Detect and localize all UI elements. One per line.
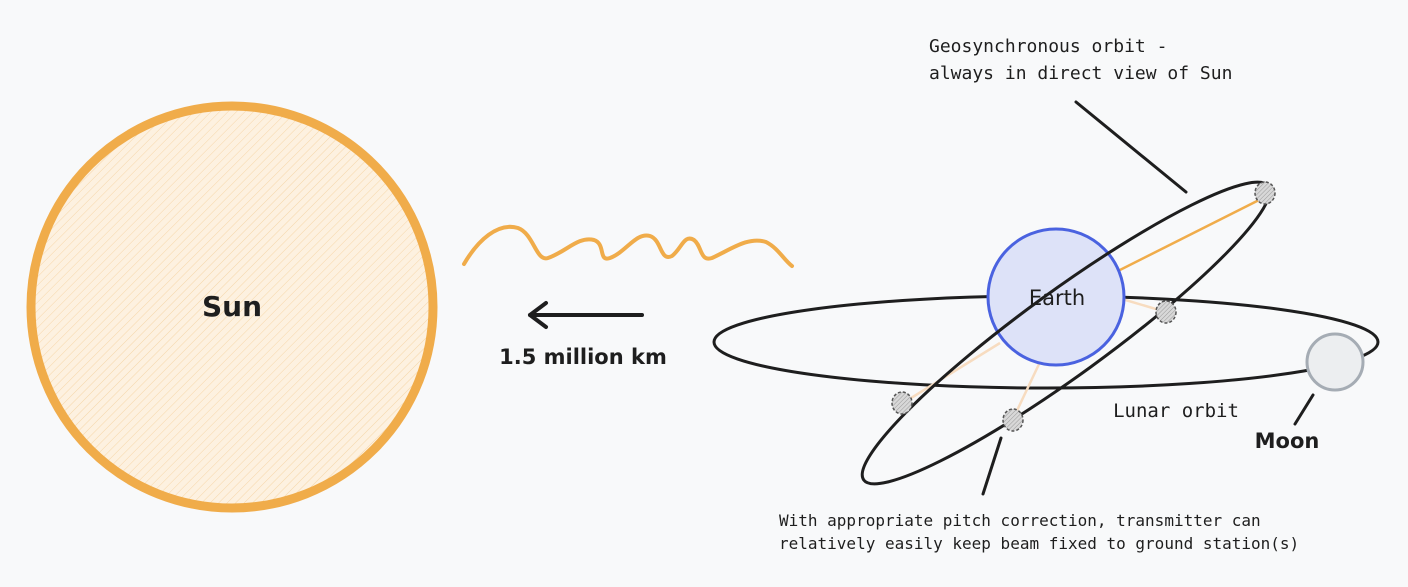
satellite-bottom bbox=[1002, 408, 1024, 432]
pitch-note-line2: relatively easily keep beam fixed to gro… bbox=[779, 534, 1299, 553]
distance-arrow-head bbox=[528, 301, 548, 329]
geo-note-line2: always in direct view of Sun bbox=[929, 63, 1232, 84]
lunar-orbit-label: Lunar orbit bbox=[1113, 400, 1239, 422]
earth-circle bbox=[986, 227, 1126, 367]
sun-label: Sun bbox=[202, 290, 262, 323]
moon-pointer bbox=[1293, 393, 1315, 426]
pitch-note-line1: With appropriate pitch correction, trans… bbox=[779, 511, 1261, 530]
satellite-left bbox=[891, 391, 913, 415]
moon-circle bbox=[1305, 332, 1365, 392]
pitch-note-pointer bbox=[981, 436, 1003, 496]
satellite-right bbox=[1155, 300, 1177, 324]
sun-circle bbox=[26, 101, 438, 513]
beam-faint-2 bbox=[1011, 361, 1042, 420]
radiation-wave bbox=[462, 224, 794, 268]
moon-label: Moon bbox=[1255, 429, 1320, 453]
beam-main bbox=[1107, 195, 1266, 278]
beam-faint-1 bbox=[902, 341, 1001, 405]
geo-note-line1: Geosynchronous orbit - bbox=[929, 36, 1167, 57]
satellite-top bbox=[1254, 181, 1276, 205]
earth-label: Earth bbox=[1029, 286, 1085, 310]
geo-note-pointer bbox=[1074, 100, 1188, 194]
distance-label: 1.5 million km bbox=[499, 345, 667, 369]
